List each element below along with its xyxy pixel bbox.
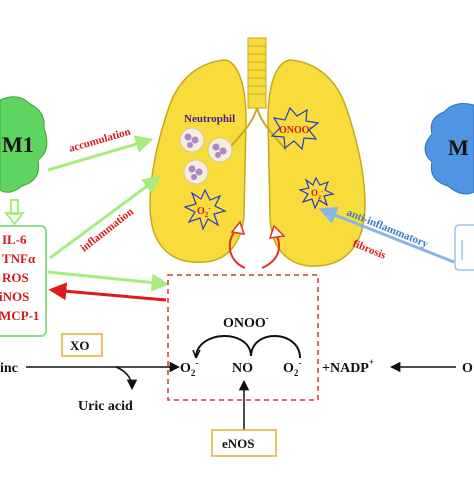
neutrophil-label: Neutrophil [184,113,235,125]
small-superoxide-burst-icon [298,176,335,210]
peroxynitrite-label: ONOO- [279,123,313,136]
m1-cell: M1 [0,96,48,193]
cytokine-ros: ROS [2,270,29,285]
reaction-to-lung-arrow [228,220,286,269]
reaction-o2-right: O2- [283,358,301,378]
enos-box: eNOS [211,429,277,457]
fibrosis-label: fibrosis [351,238,388,262]
uric-acid-arrow [115,366,138,391]
small-superoxide-label: O2- [311,188,323,201]
reaction-onoo: ONOO- [223,313,269,331]
neutrophil-cell-3 [183,159,209,185]
cytokine-box: IL-6 TNFα ROS iNOS MCP-1 [0,225,47,337]
m1-cell-body [0,96,48,193]
cytokine-mcp1: MCP-1 [0,308,39,323]
m2-cell-body [424,103,474,195]
uric-acid-label: Uric acid [78,399,133,414]
m1-to-cytokines-arrow [3,199,26,226]
m1-label: M1 [2,132,34,157]
neutrophil-cell-1 [179,127,205,153]
reaction-box: ONOO- O2- NO O2- [167,274,319,401]
lung-illustration: Neutrophil O2- ONOO- [149,37,366,267]
enos-label: eNOS [222,436,255,451]
cytokine-il6: IL-6 [2,232,27,247]
right-partial-box [454,224,474,271]
cytokine-inos: iNOS [0,289,29,304]
xo-label: XO [70,338,90,353]
neutrophil-cell-2 [207,137,233,163]
peroxynitrite-burst-icon [270,106,320,151]
cytokine-tnfa: TNFα [2,251,36,266]
inflammation-arrow: inflammation [49,175,161,260]
m2-label: M [448,135,469,160]
reaction-no: NO [232,361,253,376]
m2-cell: M [424,103,474,195]
reaction-to-cytokines-arrow [48,282,167,302]
xo-box: XO [61,333,103,357]
xanthine-partial-label: inc [0,361,18,376]
superoxide-burst-icon [183,188,227,231]
reaction-o2-left: O2- [180,358,198,378]
trachea [247,37,267,109]
nadp-label: +NADP+ [322,357,374,376]
accumulation-arrow: accumulation [47,126,154,172]
accumulation-label: accumulation [68,126,132,155]
superoxide-label: O2- [197,204,211,219]
right-partial-label: O [462,361,473,376]
cytokines-to-reaction-arrow [47,270,170,292]
